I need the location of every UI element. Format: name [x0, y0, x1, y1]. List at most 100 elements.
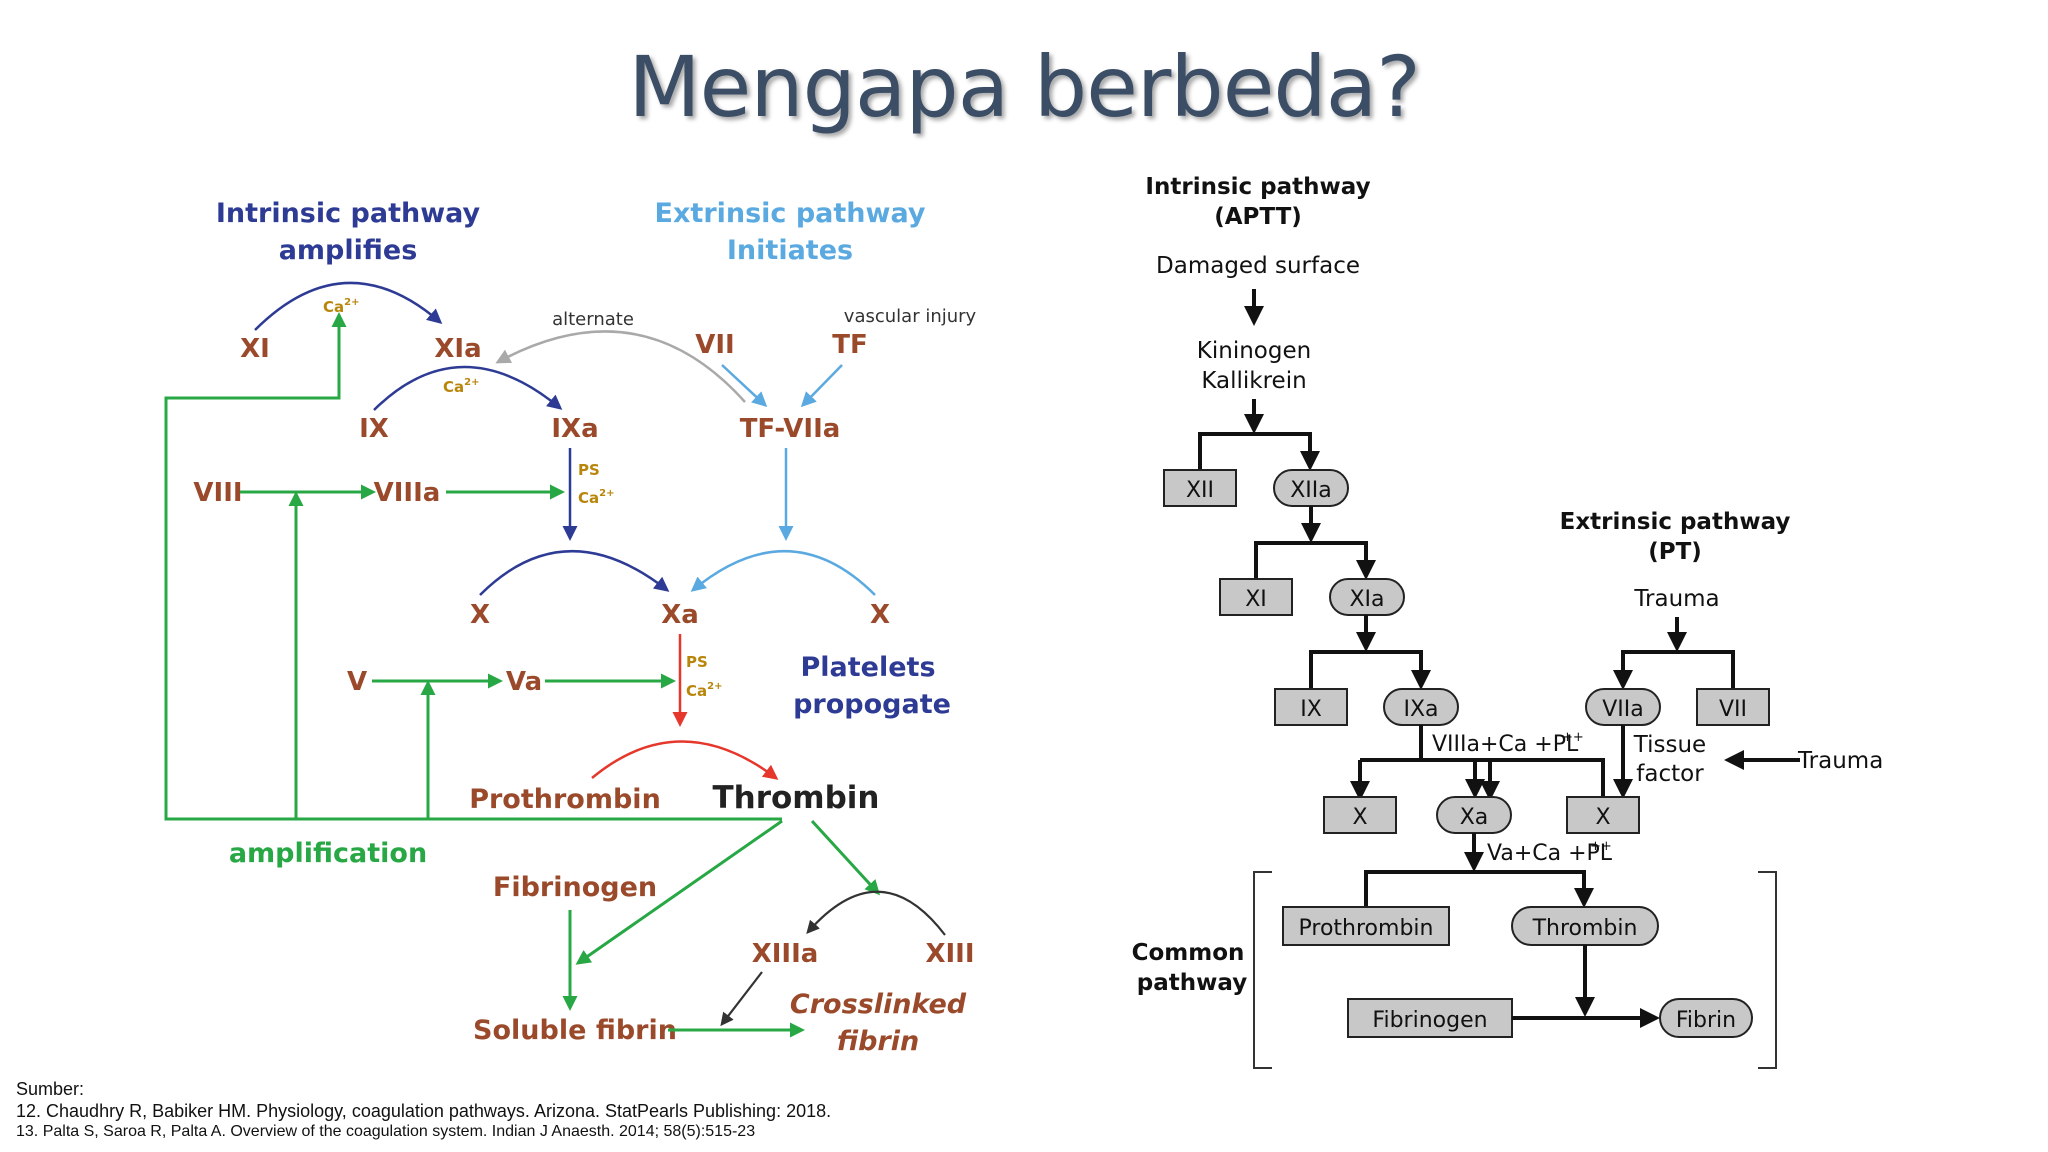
factor-viii: VIII [193, 478, 242, 508]
right-extrinsic-header-line1: Extrinsic pathway [1560, 509, 1791, 535]
common-bracket-right [1758, 871, 1777, 1069]
left-extrinsic-header-line2: Initiates [727, 235, 853, 266]
right-intrinsic-header-line1: Intrinsic pathway [1145, 174, 1370, 200]
prothrombin-bracket [1364, 870, 1594, 908]
factor-x-left: X [470, 600, 490, 630]
amplification-feedback-line [164, 312, 782, 821]
box-ix [1274, 688, 1348, 726]
factor-tf: TF [832, 330, 868, 360]
tf-to-tfviia-arrow [800, 364, 843, 408]
amplification-label: amplification [229, 838, 427, 869]
xiiia-to-crosslink-arrow [720, 971, 763, 1027]
label-xia: XIa [1349, 587, 1384, 612]
sources-block: Sumber: 12. Chaudhry R, Babiker HM. Phys… [16, 1078, 831, 1142]
factor-x-right: X [870, 600, 890, 630]
common-pathway-line1: Common [1132, 940, 1245, 966]
trauma-top: Trauma [1633, 586, 1719, 612]
ix-bracket [1309, 650, 1431, 690]
ps-label-2: PS [686, 653, 708, 671]
xii-bracket [1198, 432, 1320, 471]
alternate-label: alternate [552, 309, 634, 330]
reference-13: 13. Palta S, Saroa R, Palta A. Overview … [16, 1123, 756, 1140]
right-extrinsic-header-line2: (PT) [1648, 539, 1702, 565]
platelets-label-line2: propogate [793, 689, 951, 720]
x-to-xa-extrinsic-arc [690, 550, 876, 596]
factor-ixa: IXa [551, 414, 598, 444]
label-vii: VII [1719, 697, 1747, 722]
reference-12: 12. Chaudhry R, Babiker HM. Physiology, … [16, 1101, 832, 1121]
box-x-left [1323, 796, 1397, 834]
label-xii: XII [1186, 478, 1214, 503]
xi-to-xia-arc [254, 281, 443, 331]
box-prothrombin [1282, 906, 1450, 946]
box-x-right [1566, 796, 1640, 834]
left-extrinsic-header-line1: Extrinsic pathway [655, 198, 926, 229]
factor-xa: Xa [661, 600, 699, 630]
box-xi [1219, 578, 1293, 616]
right-cascade-diagram: Intrinsic pathway (APTT) Damaged surface… [1132, 174, 1883, 1069]
factor-xiiia: XIIIa [752, 939, 819, 969]
common-bracket-left [1253, 871, 1272, 1069]
common-pathway-line2: pathway [1137, 970, 1247, 996]
right-intrinsic-header-line2: (APTT) [1214, 204, 1302, 230]
platelets-label-line1: Platelets [800, 652, 935, 683]
kininogen-line2: Kallikrein [1201, 368, 1306, 394]
factor-xiii: XIII [925, 939, 974, 969]
thrombin-to-xiii-arrow [810, 819, 881, 896]
viiia-superscript: ++ [1562, 730, 1584, 745]
left-thrombin: Thrombin [713, 780, 880, 816]
label-xa: Xa [1460, 805, 1489, 830]
factor-viiia: VIIIa [374, 478, 441, 508]
xi-bracket [1254, 541, 1376, 580]
vii-bracket [1613, 650, 1735, 690]
ca-label-1: Ca2+ [323, 297, 359, 316]
label-fibrinogen: Fibrinogen [1372, 1008, 1487, 1033]
ps-label-1: PS [578, 461, 600, 479]
xiii-to-xiiia-arc [806, 890, 946, 936]
va-complex: Va+Ca +PL [1487, 841, 1613, 866]
label-fibrin: Fibrin [1676, 1008, 1736, 1033]
alternate-arc [495, 330, 746, 403]
ca-label-3: Ca2+ [578, 488, 614, 507]
label-xi: XI [1245, 587, 1267, 612]
factor-xia: XIa [434, 334, 481, 364]
left-intrinsic-header-line1: Intrinsic pathway [216, 198, 481, 229]
factor-ix: IX [359, 414, 389, 444]
prothrombin-to-thrombin-arc [591, 740, 779, 780]
label-viia: VIIa [1602, 697, 1644, 722]
va-superscript: ++ [1590, 839, 1612, 854]
left-fibrinogen: Fibrinogen [493, 872, 657, 903]
tissue-factor-line2: factor [1636, 761, 1704, 787]
factor-va: Va [506, 667, 542, 697]
left-prothrombin: Prothrombin [469, 784, 661, 815]
kininogen-line1: Kininogen [1197, 338, 1311, 364]
label-ix: IX [1300, 697, 1322, 722]
label-thrombin: Thrombin [1532, 916, 1638, 941]
sources-label: Sumber: [16, 1079, 85, 1099]
box-xii [1163, 469, 1237, 507]
thrombin-to-fibrin-arrow [575, 819, 783, 965]
damaged-surface: Damaged surface [1156, 253, 1360, 279]
label-prothrombin: Prothrombin [1299, 916, 1434, 941]
tissue-factor-line1: Tissue [1633, 732, 1706, 758]
slide-title: Mengapa berbeda? [628, 38, 1421, 136]
factor-tf-viia: TF-VIIa [740, 414, 841, 444]
vascular-injury-label: vascular injury [844, 306, 977, 327]
ca-label-2: Ca2+ [443, 377, 479, 396]
box-fibrinogen [1347, 998, 1513, 1038]
factor-xi: XI [240, 334, 270, 364]
x-right-bracket [1465, 758, 1605, 799]
oval-fibrin [1659, 998, 1753, 1038]
vii-to-tfviia-arrow [721, 364, 768, 408]
soluble-fibrin: Soluble fibrin [473, 1015, 677, 1046]
ix-to-ixa-arc [373, 365, 563, 411]
factor-vii: VII [695, 330, 734, 360]
label-x-right: X [1595, 805, 1610, 830]
label-xiia: XIIa [1290, 478, 1332, 503]
viiia-complex: VIIIa+Ca +PL [1432, 732, 1579, 757]
factor-v: V [347, 667, 367, 697]
crosslinked-fibrin-line2: fibrin [837, 1026, 919, 1057]
trauma-side: Trauma [1797, 748, 1883, 774]
left-intrinsic-header-line2: amplifies [279, 235, 418, 266]
